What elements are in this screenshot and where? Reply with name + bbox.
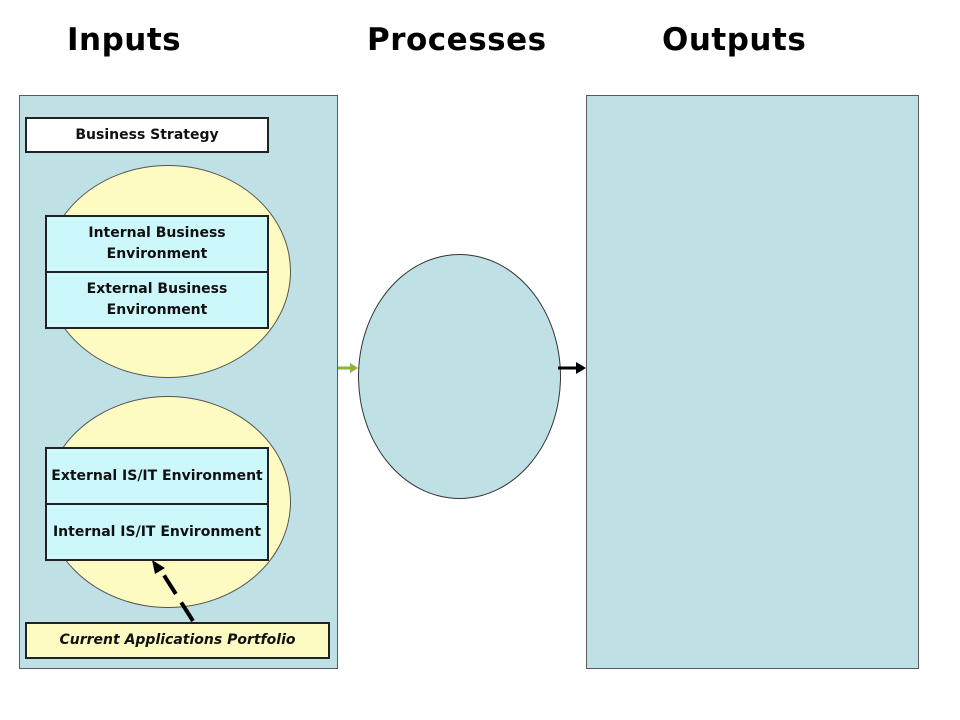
outputs-panel [586, 95, 919, 669]
processes-to-outputs-arrow [558, 362, 586, 374]
current-applications-portfolio-box: Current Applications Portfolio [25, 622, 330, 659]
internal-business-environment-box: Internal Business Environment [45, 215, 269, 273]
processes-oval [358, 254, 561, 499]
internal-isit-environment-box: Internal IS/IT Environment [45, 503, 269, 561]
external-business-environment-box: External Business Environment [45, 271, 269, 329]
inputs-to-processes-arrow [338, 363, 358, 373]
inputs-heading: Inputs [67, 22, 182, 58]
external-isit-environment-box: External IS/IT Environment [45, 447, 269, 505]
processes-heading: Processes [367, 22, 547, 58]
business-strategy-box: Business Strategy [25, 117, 269, 153]
outputs-heading: Outputs [662, 22, 807, 58]
